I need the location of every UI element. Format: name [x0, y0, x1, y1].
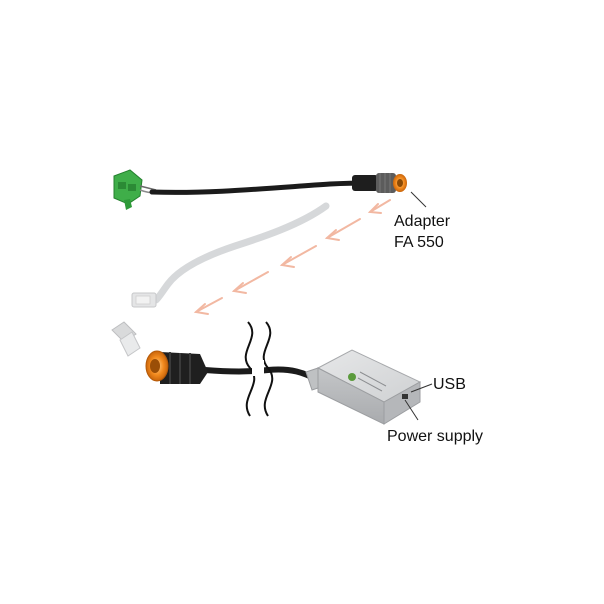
arrow-icon	[193, 297, 223, 315]
arrow-icon	[324, 218, 361, 241]
small-plug	[111, 321, 141, 357]
power-supply-label: Power supply	[387, 428, 483, 445]
adapter-leader-line	[410, 191, 427, 208]
adapter-cable-fa550	[113, 169, 407, 210]
adapter-cable	[149, 180, 375, 195]
arrow-icon	[279, 245, 317, 268]
usb-leader-line	[410, 383, 433, 393]
adapter-label: Adapter	[394, 213, 451, 230]
terminal-block-icon	[113, 169, 143, 210]
adapter-model-label: FA 550	[394, 234, 444, 251]
power-supply-leader-line	[404, 399, 419, 421]
m12-female-connector-icon	[145, 350, 208, 384]
sensor-cable	[145, 321, 323, 417]
replacement-arrows	[193, 199, 391, 315]
network-cable-gray	[131, 202, 330, 308]
arrow-icon	[231, 271, 269, 294]
m12-connector-icon	[352, 173, 407, 193]
interface-box-icon	[305, 349, 422, 425]
rj45-plug-icon	[131, 292, 157, 308]
arrow-icon	[367, 199, 391, 214]
usb-label: USB	[433, 376, 466, 393]
cable-break-icon	[244, 321, 274, 417]
